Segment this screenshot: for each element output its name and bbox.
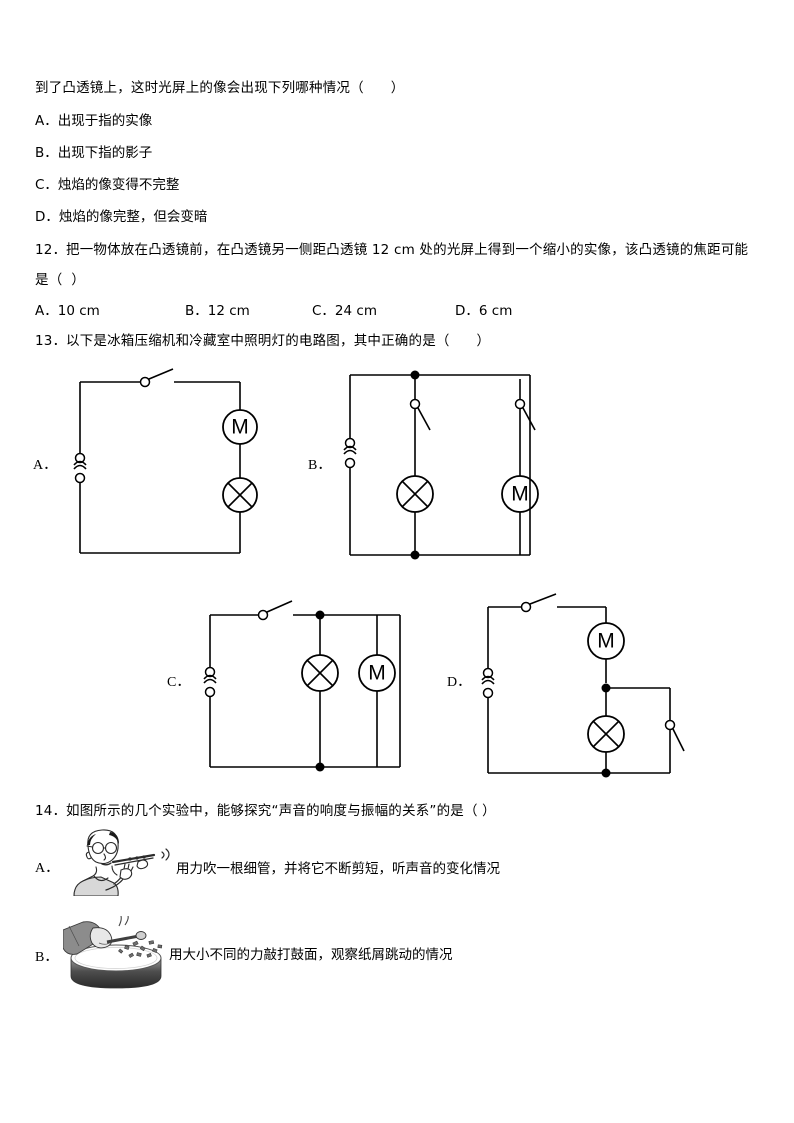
q13-number: 13． [35,333,67,349]
switch-b-lamp-lever [417,407,431,431]
lamp-d-cross2 [592,720,620,748]
q13-option-b-label[interactable]: B． [308,458,332,473]
ac-source-b-terminal-top [344,437,356,449]
circuit-diagram-b[interactable]: M [340,365,550,565]
q11-option-c[interactable]: C．烛焰的像变得不完整 [35,177,180,193]
q13-option-a-label[interactable]: A． [33,458,58,473]
junction-bottom-c [315,762,325,772]
lamp-b-cross2 [401,480,429,508]
ac-source-d-terminal-bottom [482,687,494,699]
junction-top-b [410,370,420,380]
ac-source-d-wave [481,675,495,685]
switch-c-lever [266,600,293,613]
motor-letter-c: M [368,662,386,685]
q13-option-d-label[interactable]: D． [447,675,472,690]
junction-bottom-d [601,768,611,778]
circuit-diagram-d[interactable]: M [478,590,698,785]
q11-option-a[interactable]: A．出现于指的实像 [35,113,153,129]
q13-option-c-label[interactable]: C． [167,675,191,690]
q12-stem-line1: 把一物体放在凸透镜前，在凸透镜另一侧距凸透镜 12 cm 处的光屏上得到一个缩小… [66,242,749,258]
q14-stem: 如图所示的几个实验中，能够探究“声音的响度与振幅的关系”的是（ ） [66,803,496,819]
q12-number: 12． [35,242,67,258]
circuit-diagram-c[interactable]: M [200,595,415,780]
switch-d-main-pivot [520,601,532,613]
ac-source-b-terminal-bottom [344,457,356,469]
ac-source-a-terminal-top [74,452,86,464]
circuit-diagram-a[interactable]: M [70,365,270,565]
motor-letter-d: M [597,630,615,653]
figure-hand-striking-drum [63,916,169,993]
ac-source-c-terminal-top [204,666,216,678]
q14-option-b-label[interactable]: B． [35,950,59,965]
motor-letter-a: M [231,416,249,439]
ac-source-c-wave [203,674,217,684]
lamp-c-cross2 [306,659,334,687]
switch-a-lever [148,368,174,380]
q14-number: 14． [35,803,67,819]
q11-stem-tail: 到了凸透镜上，这时光屏上的像会出现下列哪种情况（ ） [35,80,405,96]
ac-source-d-terminal-top [482,667,494,679]
lamp-a-cross2 [227,482,253,508]
ac-source-c-terminal-bottom [204,686,216,698]
switch-c-pivot [257,609,269,621]
ac-source-a-terminal-bottom [74,472,86,484]
switch-a-pivot [139,376,151,388]
q12-option-b[interactable]: B．12 cm [185,303,250,319]
junction-bottom-b [410,550,420,560]
q12-option-c[interactable]: C．24 cm [312,303,377,319]
switch-d-branch-lever [672,728,685,752]
q11-option-d[interactable]: D．烛焰的像完整，但会变暗 [35,209,208,225]
q12-stem-line2: 是（ ） [35,272,86,288]
q14-option-a-label[interactable]: A． [35,861,60,876]
motor-letter-b: M [511,483,529,506]
switch-b-motor-pivot [514,398,526,410]
switch-d-main-lever [529,593,557,605]
q12-option-d[interactable]: D．6 cm [455,303,513,319]
q13-stem: 以下是冰箱压缩机和冷藏室中照明灯的电路图，其中正确的是（ ） [66,333,491,349]
switch-d-branch-pivot [664,719,676,731]
ac-source-b-wave [343,445,357,455]
figure-man-blowing-tube [73,829,170,896]
switch-b-motor-lever [522,407,536,431]
junction-top-c [315,610,325,620]
q11-option-b[interactable]: B．出现下指的影子 [35,145,153,161]
q14-option-a-text[interactable]: 用力吹一根细管，并将它不断剪短，听声音的变化情况 [176,861,500,877]
q12-option-a[interactable]: A．10 cm [35,303,100,319]
q14-option-b-text[interactable]: 用大小不同的力敲打鼓面，观察纸屑跳动的情况 [169,947,453,963]
switch-b-lamp-pivot [409,398,421,410]
ac-source-a-wave [73,460,87,470]
